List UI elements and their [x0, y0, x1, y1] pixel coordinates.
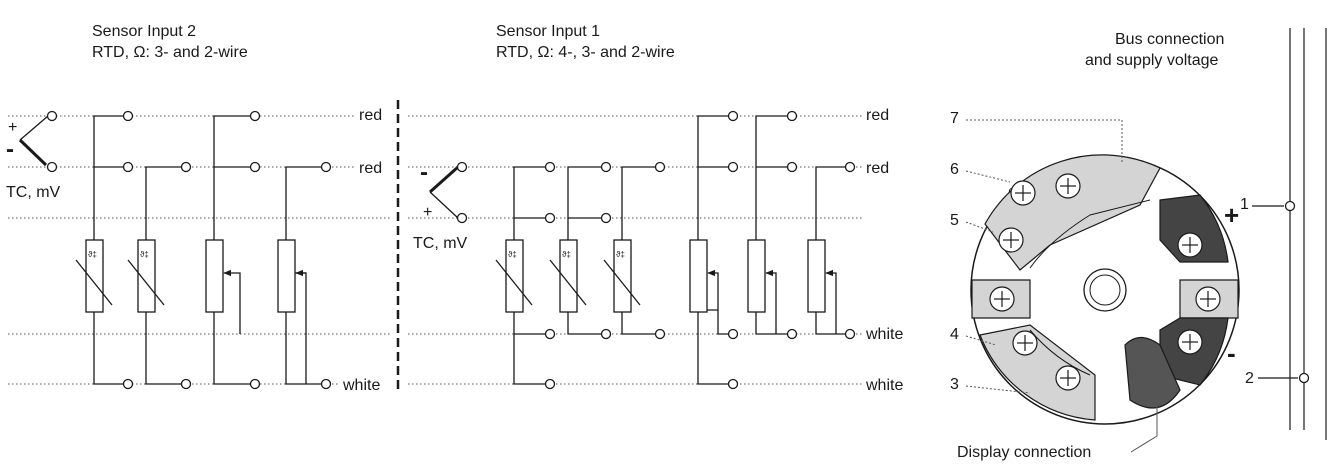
svg-text:ϑ‡: ϑ‡ — [616, 250, 625, 259]
svg-text:ϑ‡: ϑ‡ — [562, 250, 571, 259]
sensor1-rtd-resistor-icon-2: ϑ‡ — [549, 239, 587, 313]
wire-label-red-1: red — [359, 107, 383, 124]
wire-label-white-1: white — [343, 377, 381, 394]
svg-text:ϑ‡: ϑ‡ — [140, 250, 149, 259]
bus-plus-sign: + — [1224, 200, 1240, 230]
bus-minus-sign: - — [1227, 338, 1236, 368]
screw-terminal-icon — [989, 173, 1221, 391]
sensor2-thermocouple-icon — [18, 110, 58, 173]
tc-plus-sensor2: + — [8, 119, 18, 136]
tc-plus-sensor1: + — [423, 204, 433, 221]
tc-minus-sensor1: - — [420, 159, 428, 186]
transmitter-head — [970, 154, 1240, 425]
sensor1-potentiometer-icon-3 — [807, 239, 837, 334]
sensor2-title: Sensor Input 2 — [92, 23, 197, 40]
tc-minus-sensor2: - — [6, 136, 14, 163]
dotted-rails — [8, 115, 864, 385]
sensor2-potentiometer-icon-2 — [277, 239, 306, 313]
tc-label-sensor2: TC, mV — [6, 184, 61, 201]
display-leader-line — [1130, 402, 1158, 453]
bus-title-line1: Bus connection — [1115, 31, 1225, 48]
wire-label-white-3: white — [866, 377, 904, 394]
sensor2-rtd-resistor-icon: ϑ‡ — [75, 239, 113, 313]
sensor1-title: Sensor Input 1 — [496, 23, 601, 40]
wire-label-red-2: red — [359, 160, 383, 177]
sensor1-rtd-resistor-icon: ϑ‡ — [495, 239, 533, 313]
bus-number-2: 2 — [1245, 370, 1254, 387]
svg-text:ϑ‡: ϑ‡ — [88, 250, 97, 259]
head-number-4: 4 — [950, 326, 959, 343]
sensor2-subtitle: RTD, Ω: 3- and 2-wire — [92, 44, 248, 61]
sensor1-thermocouple-icon — [429, 161, 468, 224]
tc-label-sensor1: TC, mV — [413, 235, 468, 252]
display-connector-icon — [1124, 336, 1181, 409]
bus-number-1: 1 — [1240, 196, 1249, 213]
bus-title-line2: and supply voltage — [1085, 52, 1219, 69]
svg-text:ϑ‡: ϑ‡ — [508, 250, 517, 259]
wire-label-red-4: red — [866, 160, 890, 177]
head-number-3: 3 — [950, 376, 959, 393]
head-number-6: 6 — [950, 161, 959, 178]
bus-lines — [1252, 28, 1327, 440]
sensor1-rtd-resistor-icon-3: ϑ‡ — [603, 239, 641, 313]
head-number-5: 5 — [950, 212, 959, 229]
sensor2-potentiometer-icon — [205, 239, 241, 330]
sensor1-potentiometer-icon-2 — [747, 239, 777, 334]
head-leader-lines — [965, 119, 1123, 394]
wire-label-red-3: red — [866, 107, 890, 124]
head-number-7: 7 — [950, 110, 959, 127]
wire-label-white-2: white — [866, 326, 904, 343]
sensor1-subtitle: RTD, Ω: 4-, 3- and 2-wire — [496, 44, 675, 61]
display-connection-label: Display connection — [957, 444, 1092, 461]
sensor2-rtd-resistor-icon-2: ϑ‡ — [127, 239, 165, 313]
sensor1-potentiometer-icon — [689, 239, 719, 313]
